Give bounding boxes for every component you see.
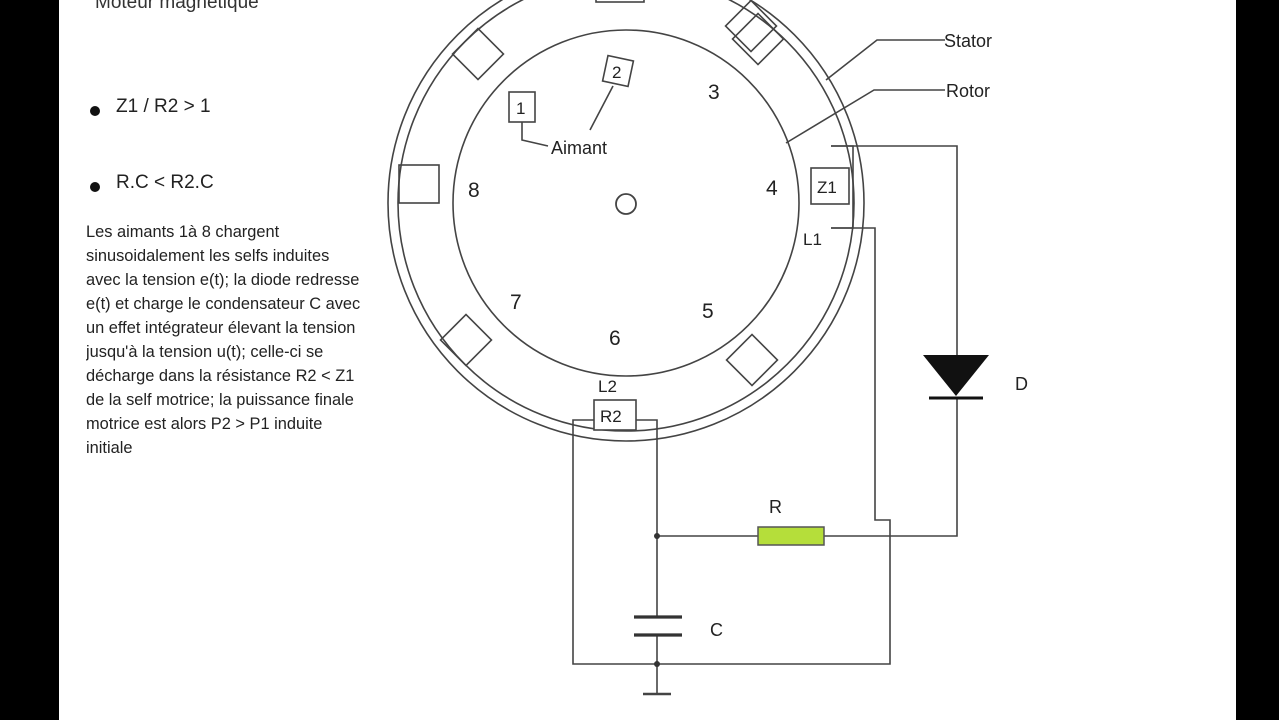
stator-slot — [398, 164, 440, 204]
stator-slot — [724, 0, 778, 53]
bullet-text: R.C < R2.C — [116, 172, 214, 193]
slide — [59, 0, 1236, 720]
label-pos-3: 3 — [708, 81, 720, 104]
label-l2: L2 — [598, 377, 617, 396]
aimant-leader-1 — [521, 122, 549, 147]
stator-leader — [825, 39, 945, 81]
stator-inner-ring — [397, 0, 855, 432]
coil-z1-box — [810, 167, 850, 205]
label-l1: L1 — [803, 230, 822, 249]
rotor-leader — [785, 89, 945, 144]
aimant-leader-2 — [589, 85, 614, 131]
magnet-2 — [601, 54, 635, 88]
stator-slot — [731, 12, 785, 66]
bullet-text: Z1 / R2 > 1 — [116, 96, 211, 117]
label-pos-7: 7 — [510, 291, 522, 314]
wire-l1-down — [572, 227, 891, 665]
label-aimant: Aimant — [551, 138, 607, 158]
label-pos-6: 6 — [609, 327, 621, 350]
label-magnet-2: 2 — [612, 63, 621, 82]
label-rotor: Rotor — [946, 81, 990, 101]
label-pos-8: 8 — [468, 179, 480, 202]
description-paragraph: Les aimants 1à 8 chargent sinusoidalemen… — [86, 223, 361, 457]
label-capacitor: C — [710, 620, 723, 640]
coil-r2-box — [593, 399, 637, 431]
bullet-item: Z1 / R2 > 1 — [90, 96, 211, 118]
diode-symbol — [923, 355, 989, 396]
label-r2: R2 — [600, 407, 622, 426]
rotor-shaft — [615, 193, 637, 215]
slide-title: Moteur magnétique — [95, 0, 259, 13]
label-magnet-1: 1 — [516, 99, 525, 118]
stator-slot — [725, 333, 779, 387]
wire-z1-to-diode — [831, 145, 958, 358]
rotor-disc — [452, 29, 800, 377]
bullet-dot-icon — [90, 105, 100, 116]
stator-outer-ring — [387, 0, 865, 442]
label-diode: D — [1015, 374, 1028, 394]
junction-dot — [654, 661, 660, 667]
wire-diode-to-node — [824, 398, 958, 537]
bullet-dot-icon — [90, 181, 100, 192]
stator-slot — [451, 27, 505, 81]
label-pos-5: 5 — [702, 300, 714, 323]
label-stator: Stator — [944, 31, 992, 51]
label-z1: Z1 — [817, 178, 837, 197]
stator-slot — [595, 0, 645, 3]
junction-dot — [654, 533, 660, 539]
label-pos-4: 4 — [766, 177, 778, 200]
label-resistor: R — [769, 497, 782, 517]
stator-slot — [439, 313, 493, 367]
bullet-item: R.C < R2.C — [90, 172, 214, 194]
resistor-r — [757, 526, 825, 546]
